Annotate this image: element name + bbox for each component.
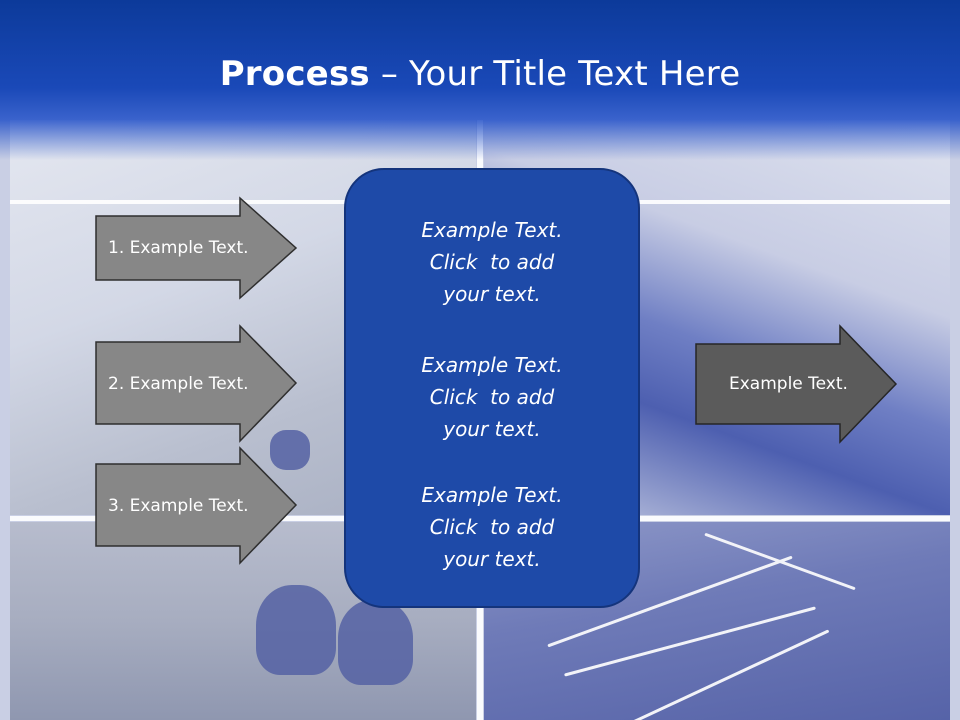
panel-line: Click to add	[429, 515, 555, 539]
panel-text-block-3[interactable]: Example Text. Click to add your text.	[346, 479, 638, 575]
arrow-shape	[95, 446, 298, 565]
panel-text-block-1[interactable]: Example Text. Click to add your text.	[346, 214, 638, 310]
arrow-label: 3. Example Text.	[108, 495, 249, 516]
shoe-shape	[338, 600, 413, 685]
panel-line: Click to add	[429, 250, 555, 274]
arrow-shape	[95, 324, 298, 443]
panel-line: Example Text.	[421, 353, 563, 377]
title-bar: Process – Your Title Text Here	[0, 0, 960, 160]
arrow-shape	[695, 324, 898, 444]
slide-title[interactable]: Process – Your Title Text Here	[0, 54, 960, 94]
arrow-shape	[95, 196, 298, 300]
panel-line: your text.	[443, 282, 541, 306]
arrow-label: Example Text.	[729, 374, 848, 394]
process-arrow-1[interactable]: 1. Example Text.	[95, 196, 298, 300]
center-text-panel[interactable]: Example Text. Click to add your text. Ex…	[344, 168, 640, 608]
process-arrow-2[interactable]: 2. Example Text.	[95, 324, 298, 443]
shoe-shape	[256, 585, 336, 675]
panel-line: your text.	[443, 547, 541, 571]
shoe-shape	[270, 430, 310, 470]
panel-line: Click to add	[429, 385, 555, 409]
panel-line: Example Text.	[421, 483, 563, 507]
result-arrow[interactable]: Example Text.	[695, 324, 898, 444]
process-arrow-3[interactable]: 3. Example Text.	[95, 446, 298, 565]
panel-line: Example Text.	[421, 218, 563, 242]
title-rest-part: – Your Title Text Here	[369, 54, 741, 94]
title-bold-part: Process	[219, 54, 370, 94]
arrow-label: 2. Example Text.	[108, 373, 249, 394]
arrow-label: 1. Example Text.	[108, 238, 249, 258]
panel-line: your text.	[443, 417, 541, 441]
panel-text-block-2[interactable]: Example Text. Click to add your text.	[346, 349, 638, 445]
